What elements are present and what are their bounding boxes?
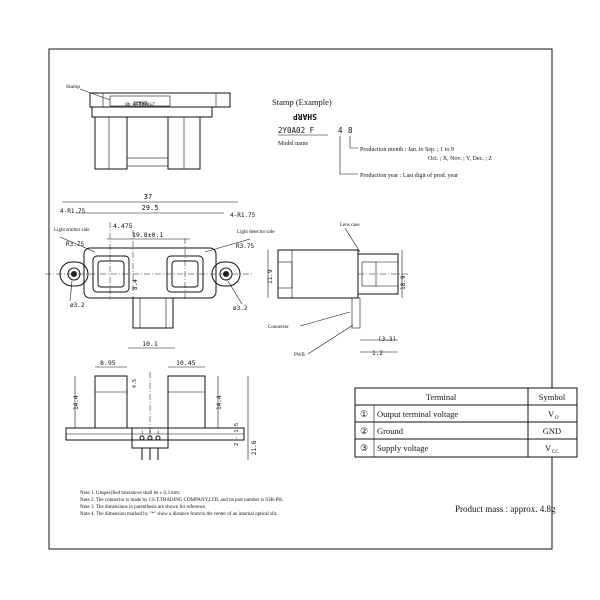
dim-paren: (3.3): [378, 336, 396, 343]
dim-pitch: 2 - 1.5: [234, 423, 240, 446]
table-row-symbol: V: [548, 409, 555, 419]
stamp-example-month-digit: 8: [348, 126, 353, 135]
table-header-terminal: Terminal: [426, 392, 457, 402]
pwb-label: PWB: [294, 353, 306, 358]
hole-left: ø3.2: [70, 302, 85, 309]
hole-right: ø3.2: [233, 305, 248, 312]
radius-right: 4-R1.75: [230, 212, 256, 219]
lens-case-label: Lens case: [340, 223, 360, 228]
dim-offset: 4.475: [113, 222, 133, 230]
r-left: R3.75: [66, 241, 84, 248]
note-4: Note 4. The dimension marked by "*" show…: [80, 512, 277, 517]
production-year-label: Production year : Last digit of prod. ye…: [360, 172, 458, 179]
stamp-example-title: Stamp (Example): [272, 97, 332, 107]
table-row-name: Supply voltage: [377, 443, 428, 453]
dim-right: 10.45: [176, 359, 196, 367]
table-row-symbol-sub: CC: [552, 450, 559, 455]
table-row-no: ①: [360, 409, 368, 419]
terminal-table: Terminal Symbol ① Output terminal voltag…: [354, 387, 578, 458]
light-emitter-label: Light emitter side: [54, 228, 90, 233]
pin-3: 3: [157, 430, 160, 435]
drawing-frame: [48, 48, 553, 550]
table-row-symbol-sub: O: [555, 416, 559, 421]
dim-height: 8.4: [132, 279, 139, 290]
dim-height-left: 14.4: [73, 395, 80, 410]
table-row-name: Ground: [377, 426, 404, 436]
note-2: Note 2. The connector is made by J.S.T.T…: [80, 498, 283, 503]
pin-2: 2: [149, 430, 152, 435]
stamp-example-code: 2Y0A02 F: [278, 126, 315, 135]
top-stamp-line2: 2Y0A02 F 48: [125, 101, 155, 107]
table-row-symbol: GND: [543, 426, 561, 436]
side-dim-body: 18.9: [400, 275, 407, 290]
light-detector-label: Light detector side: [237, 230, 275, 235]
notes: Note 1. Unspecified tolerances shall be …: [80, 491, 283, 517]
production-month-label: Production month : Jan. to Sep. ; 1 to 9: [360, 147, 454, 153]
dim-height-right: 14.4: [216, 395, 223, 410]
stamp-example-year-digit: 4: [338, 126, 343, 135]
note-1: Note 1. Unspecified tolerances shall be …: [80, 491, 180, 496]
table-row-name: Output terminal voltage: [377, 409, 458, 419]
product-mass: Product mass : approx. 4.8g: [455, 504, 556, 514]
dim-left: 8.95: [100, 359, 116, 367]
bottom-view: 8.95 10.45 1 2 3 14.4 14.4 4.5 2 - 1.5 2…: [65, 359, 258, 460]
dim-small: 4.5: [132, 379, 138, 388]
connector-label: Connector: [268, 325, 289, 330]
radius-left: 4-R1.75: [60, 208, 86, 215]
r-right: R3.75: [236, 243, 254, 250]
dim-overall: 37: [144, 193, 152, 201]
top-view: Stamp SHARP 2Y0A02 F 48: [66, 84, 231, 170]
note-3: Note 3. The dimensions in parenthesis ar…: [80, 505, 206, 510]
table-header-symbol: Symbol: [539, 392, 566, 402]
table-row-no: ③: [360, 443, 368, 453]
dim-pwb: 1.2: [372, 350, 383, 357]
dim-connector: 10.1: [142, 340, 158, 348]
production-month-label-2: Oct. ; X, Nov. ; Y, Dec. ; Z: [428, 156, 492, 162]
dim-lens: 19.8±0.1: [132, 231, 163, 239]
side-dim-height: 11.9: [267, 269, 274, 284]
top-stamp-line1: SHARP: [132, 99, 147, 105]
pin-1: 1: [141, 430, 144, 435]
stamp-example-brand: SHARP: [293, 112, 317, 121]
dim-total: 21.6: [251, 440, 258, 455]
stamp-example: Stamp (Example) SHARP 2Y0A02 F 4 8 Model…: [272, 97, 492, 179]
model-name-label: Model name: [278, 141, 308, 147]
front-view: 37 29.5 4.475 19.8±0.1 4-R1.75 4-R1.75 L…: [45, 193, 275, 349]
dim-span: 29.5: [142, 204, 159, 212]
side-view: Lens case 11.9 18.9 Connector PWB (3.3) …: [267, 223, 410, 358]
stamp-label: Stamp: [66, 84, 80, 90]
table-row-symbol: V: [545, 443, 552, 453]
table-row-no: ②: [360, 426, 368, 436]
top-stamp-box: [109, 95, 171, 107]
